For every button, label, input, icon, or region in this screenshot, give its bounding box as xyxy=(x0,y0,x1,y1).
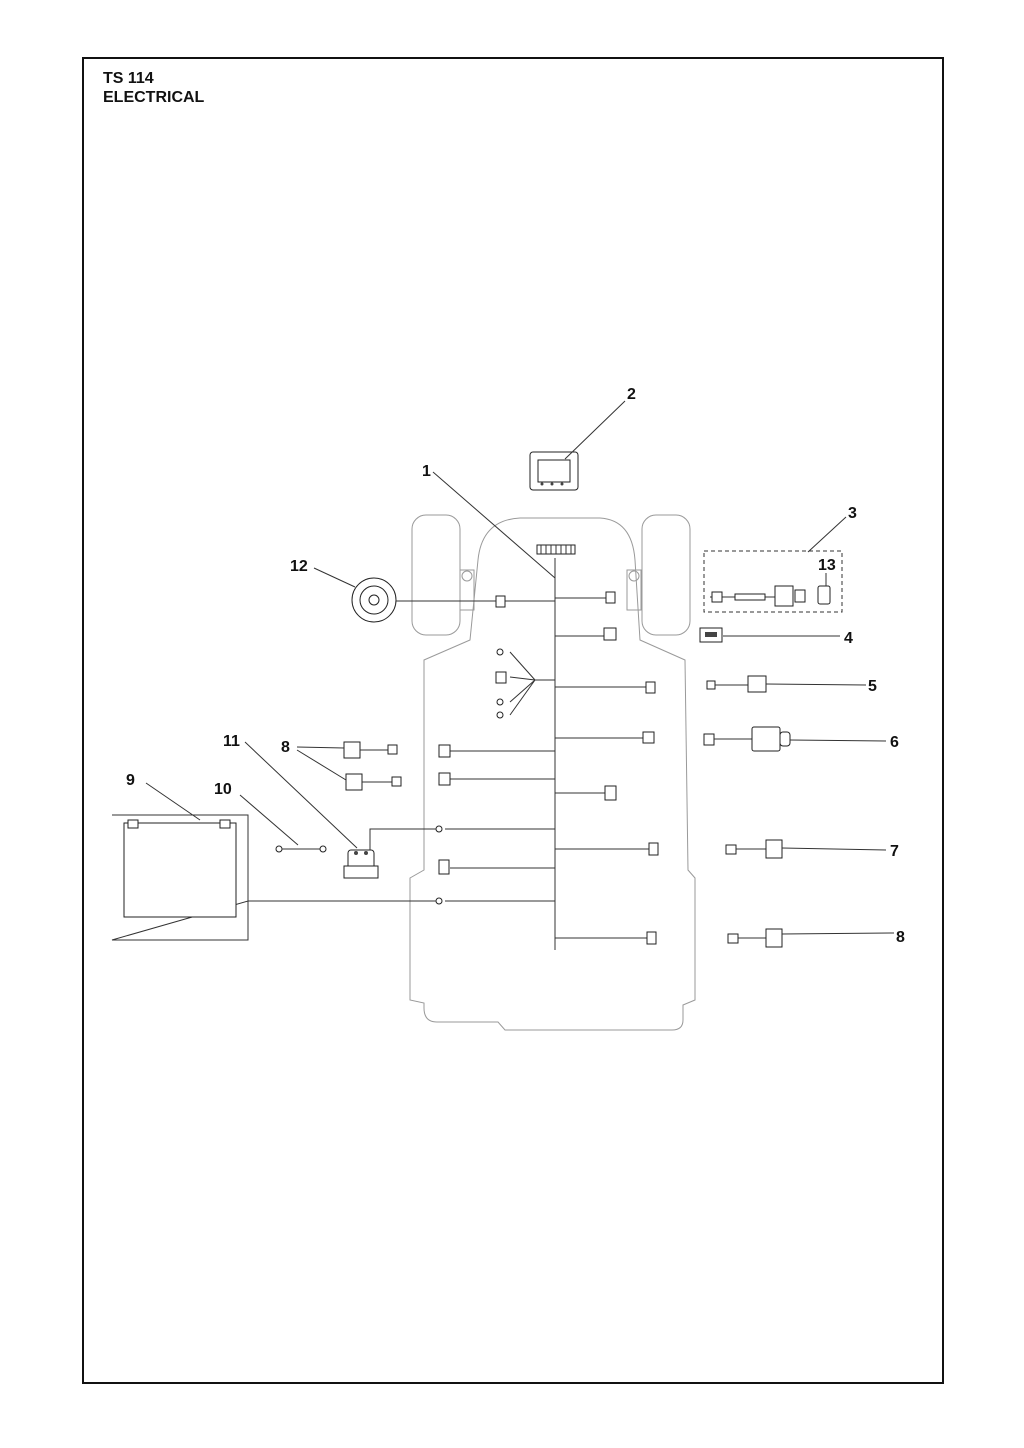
switch-part-6[interactable] xyxy=(703,726,791,752)
sensor-part-8-right[interactable] xyxy=(727,928,783,948)
ignition-kit-part[interactable] xyxy=(703,550,843,613)
round-switch-part[interactable] xyxy=(351,577,496,623)
callout-11: 11 xyxy=(223,733,240,750)
connector-part-4[interactable] xyxy=(699,627,723,643)
callout-2: 2 xyxy=(627,386,636,403)
section-title: ELECTRICAL xyxy=(103,89,205,106)
callout-8-right: 8 xyxy=(896,929,905,946)
model-title: TS 114 xyxy=(103,70,154,87)
control-module-part[interactable] xyxy=(529,451,579,491)
main-harness xyxy=(435,544,659,950)
switch-part-5[interactable] xyxy=(706,675,767,693)
callout-7: 7 xyxy=(890,843,899,860)
callout-10: 10 xyxy=(214,781,232,798)
solenoid-part[interactable] xyxy=(343,828,436,879)
callout-3: 3 xyxy=(848,505,857,522)
callout-labels: 1 2 3 4 5 6 7 8 8 9 10 11 12 13 xyxy=(126,386,905,946)
battery-cable-part[interactable] xyxy=(275,845,327,853)
callout-4: 4 xyxy=(844,630,853,647)
page-title: TS 114 ELECTRICAL xyxy=(103,69,204,107)
callout-12: 12 xyxy=(290,558,308,575)
sensor-part-7[interactable] xyxy=(725,839,783,859)
tractor-outline xyxy=(409,514,696,1031)
page-frame xyxy=(82,57,944,1384)
callout-8-left: 8 xyxy=(281,739,290,756)
sensor-part-8-left[interactable] xyxy=(343,741,402,791)
callout-13: 13 xyxy=(818,557,836,574)
leader-lines xyxy=(145,400,895,935)
callout-5: 5 xyxy=(868,678,877,695)
callout-6: 6 xyxy=(890,734,899,751)
callout-9: 9 xyxy=(126,772,135,789)
callout-1: 1 xyxy=(422,463,431,480)
battery-part[interactable] xyxy=(111,814,436,941)
